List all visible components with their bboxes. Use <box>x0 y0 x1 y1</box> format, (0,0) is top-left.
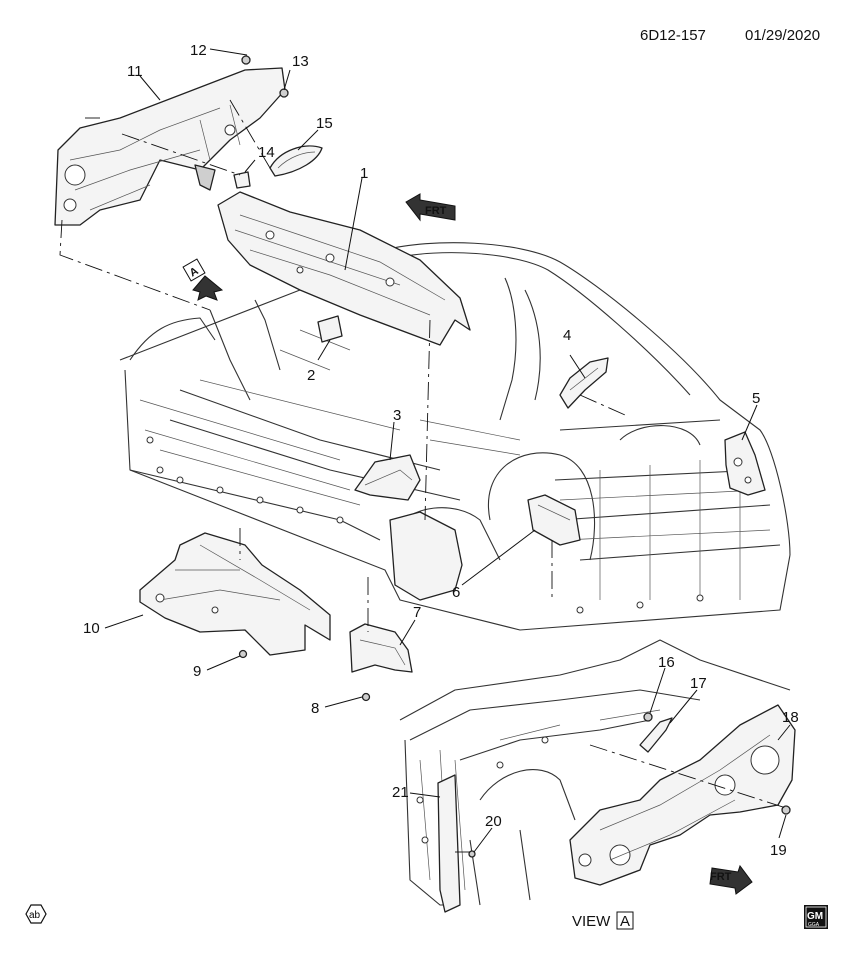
gm-logo-icon: GM GGA <box>804 905 828 929</box>
view-a-inset <box>399 639 791 906</box>
part-5-rear-panel-insulator[interactable] <box>724 431 766 496</box>
callout-17[interactable]: 17 <box>690 675 707 692</box>
callout-2[interactable]: 2 <box>307 367 315 384</box>
part-10-floor-insulator[interactable] <box>139 532 331 656</box>
callout-4[interactable]: 4 <box>563 327 571 344</box>
callout-9[interactable]: 9 <box>193 663 201 680</box>
callout-21[interactable]: 21 <box>392 784 409 801</box>
doc-date: 01/29/2020 <box>745 27 820 44</box>
leader-lines <box>59 48 791 853</box>
callout-18[interactable]: 18 <box>782 709 799 726</box>
view-caption-box <box>616 911 634 930</box>
callout-3[interactable]: 3 <box>393 407 401 424</box>
part-16-fastener[interactable] <box>643 712 653 722</box>
view-direction-arrow-icon <box>192 275 224 301</box>
callout-16[interactable]: 16 <box>658 654 675 671</box>
callout-12[interactable]: 12 <box>190 42 207 59</box>
frt-arrow-top: FRT <box>405 193 456 222</box>
front-direction-arrow-icon <box>709 864 753 895</box>
part-18-dash-insulator-view-a[interactable] <box>569 704 796 886</box>
ab-badge-text: ab <box>29 910 41 921</box>
part-17-bracket[interactable] <box>639 717 673 753</box>
callout-10[interactable]: 10 <box>83 620 100 637</box>
part-20-clip[interactable] <box>468 850 476 858</box>
part-12-fastener[interactable] <box>241 55 251 65</box>
doc-code: 6D12-157 <box>640 27 706 44</box>
callout-numbers: 1 2 3 4 5 6 7 8 9 10 11 12 13 14 15 16 1… <box>83 42 799 859</box>
part-15-seal[interactable] <box>269 145 323 177</box>
part-21-pillar-pad[interactable] <box>437 774 461 913</box>
callout-5[interactable]: 5 <box>752 390 760 407</box>
callout-6[interactable]: 6 <box>452 584 460 601</box>
part-6-quarter-pad[interactable] <box>527 494 581 546</box>
view-a-arrow: A <box>182 258 224 301</box>
callout-15[interactable]: 15 <box>316 115 333 132</box>
part-13-fastener[interactable] <box>279 88 289 98</box>
frt-label-top: FRT <box>425 205 447 217</box>
view-a-box <box>182 258 206 282</box>
ab-hexagon-icon: ab <box>25 904 47 924</box>
gm-logo-text: GM <box>807 911 823 922</box>
part-19-fastener[interactable] <box>781 805 791 815</box>
frt-label-bottom: FRT <box>710 871 732 883</box>
frt-arrow-bottom: FRT <box>709 864 753 895</box>
fender-liner <box>389 511 463 601</box>
callout-8[interactable]: 8 <box>311 700 319 717</box>
part-8-clip[interactable] <box>361 692 371 702</box>
callout-14[interactable]: 14 <box>258 144 275 161</box>
part-1-cowl-panel[interactable] <box>217 191 471 346</box>
part-14-pad[interactable] <box>233 171 251 189</box>
view-caption-letter: A <box>620 913 630 930</box>
callout-19[interactable]: 19 <box>770 842 787 859</box>
part-7-tunnel-insulator[interactable] <box>349 623 413 673</box>
gm-logo-sub: GGA <box>808 922 820 928</box>
callout-20[interactable]: 20 <box>485 813 502 830</box>
part-11-dash-insulator[interactable] <box>54 67 286 226</box>
front-direction-arrow-icon <box>405 193 456 222</box>
callout-11[interactable]: 11 <box>127 63 143 80</box>
part-3-wheelhouse-pad[interactable] <box>354 454 421 501</box>
callout-13[interactable]: 13 <box>292 53 309 70</box>
part-9-clip[interactable] <box>238 649 248 659</box>
part-4-pillar-bracket[interactable] <box>559 357 609 409</box>
view-caption: VIEW A <box>572 911 634 930</box>
part-2-patch[interactable] <box>317 315 343 343</box>
callout-7[interactable]: 7 <box>413 604 421 621</box>
callout-1[interactable]: 1 <box>360 165 368 182</box>
view-caption-label: VIEW <box>572 913 611 930</box>
